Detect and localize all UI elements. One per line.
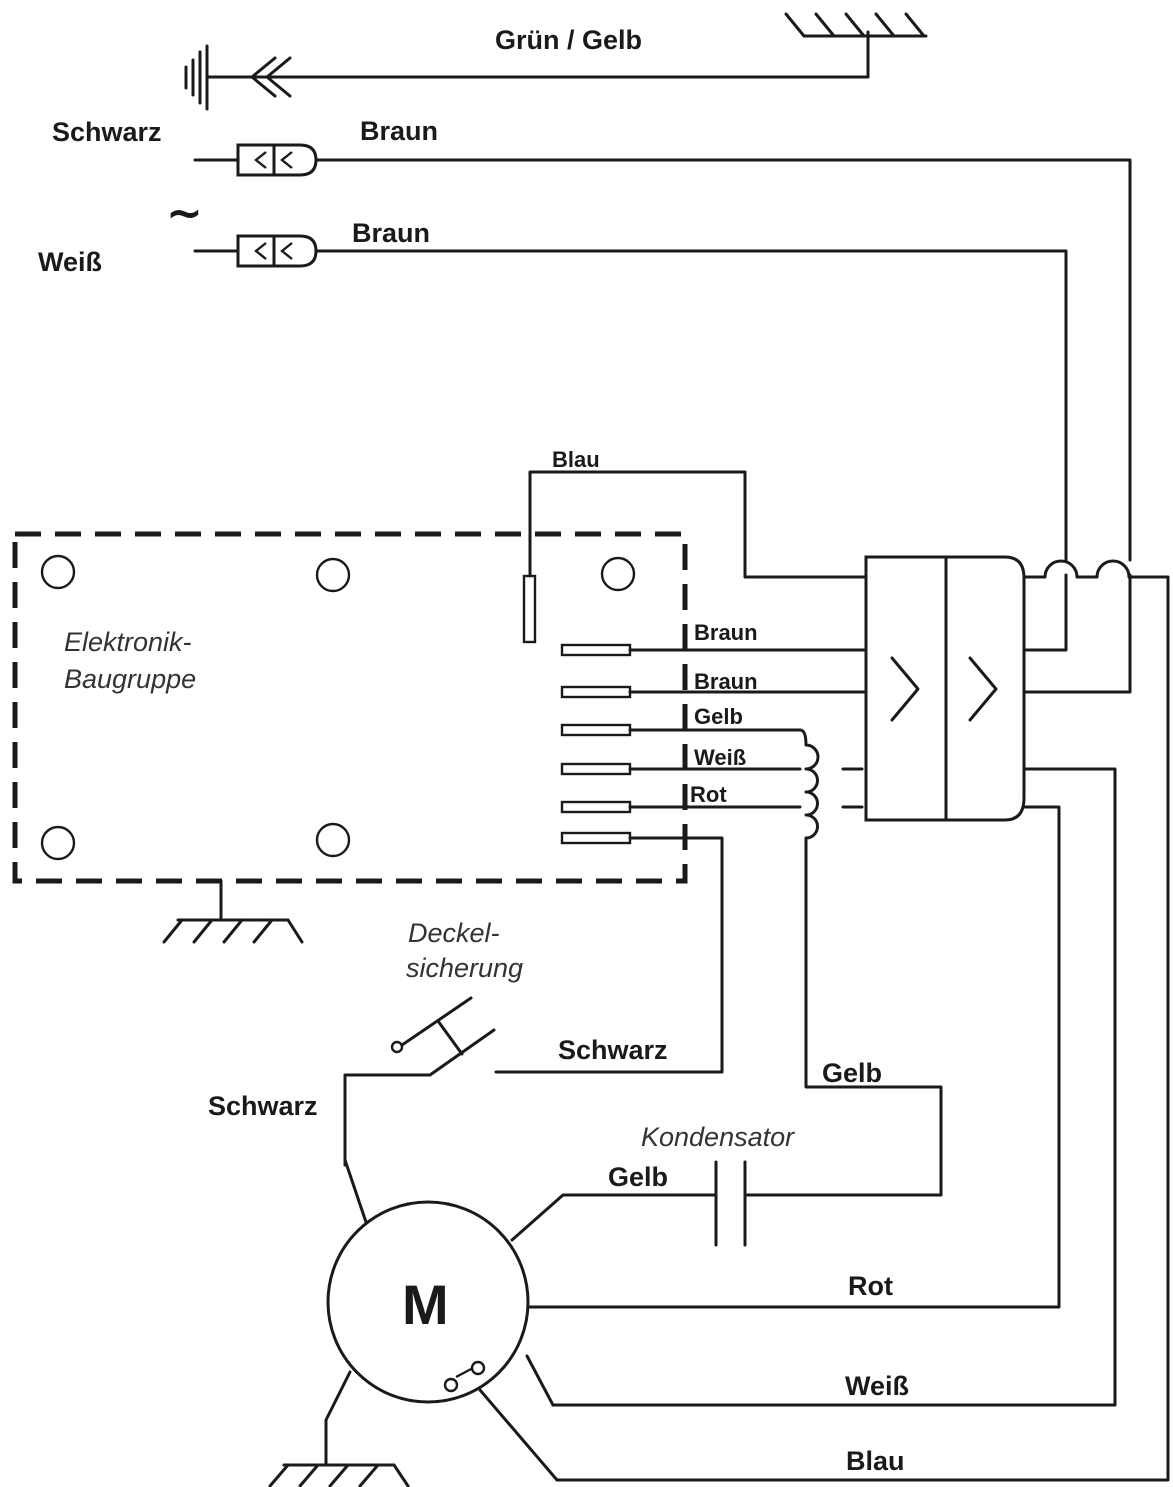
label-capacitor: Kondensator bbox=[641, 1122, 795, 1152]
wire-rot-motor bbox=[525, 805, 1061, 1309]
ground-symbol-module bbox=[162, 879, 304, 944]
label-motor-blau: Blau bbox=[846, 1446, 905, 1476]
electronics-module-outline bbox=[12, 531, 688, 884]
label-switch-wire-left: Schwarz bbox=[208, 1091, 318, 1121]
plug-connector-2 bbox=[193, 234, 1068, 562]
label-plug-wire-2: Braun bbox=[352, 218, 430, 248]
label-gelb-right: Gelb bbox=[822, 1058, 882, 1088]
label-pin-braun-1: Braun bbox=[694, 620, 758, 645]
mount-hole bbox=[315, 822, 351, 858]
motor-label: M bbox=[402, 1273, 449, 1336]
label-module: Elektronik- bbox=[64, 627, 192, 657]
label-switch-wire-right: Schwarz bbox=[558, 1035, 668, 1065]
label-mains-l1: Schwarz bbox=[52, 117, 162, 147]
label-plug-wire-1: Braun bbox=[360, 116, 438, 146]
wire-coil-return bbox=[1022, 573, 1068, 652]
lid-switch bbox=[343, 996, 496, 1167]
connector-block bbox=[864, 555, 1026, 822]
label-mains-l2: Weiß bbox=[38, 247, 102, 277]
label-pin-braun-2: Braun bbox=[694, 669, 758, 694]
ground-symbol-top bbox=[784, 12, 928, 38]
mount-hole bbox=[40, 825, 76, 861]
mount-hole bbox=[315, 557, 351, 593]
wire-blau-top bbox=[528, 470, 870, 579]
plug-connector-1 bbox=[193, 143, 1132, 562]
wire-crossing bbox=[745, 728, 943, 1197]
label-pin-rot: Rot bbox=[690, 782, 727, 807]
motor bbox=[324, 1158, 559, 1482]
label-pin-weiss: Weiß bbox=[694, 745, 746, 770]
label-lid-switch-2: sicherung bbox=[406, 953, 523, 983]
label-blau-top: Blau bbox=[552, 447, 600, 472]
ac-symbol: ~ bbox=[166, 188, 203, 239]
label-motor-rot: Rot bbox=[848, 1271, 893, 1301]
label-module-2: Baugruppe bbox=[64, 664, 196, 694]
wire-weiss-motor bbox=[551, 767, 1117, 1407]
ground-symbol-motor bbox=[268, 1418, 410, 1487]
wire-coil-return bbox=[1022, 573, 1132, 694]
earth-wire bbox=[184, 30, 870, 111]
label-pin-gelb: Gelb bbox=[694, 704, 743, 729]
coil-pair bbox=[555, 559, 1170, 1482]
terminal-block bbox=[560, 643, 632, 845]
label-lid-switch: Deckel- bbox=[408, 918, 500, 948]
mount-hole bbox=[40, 554, 76, 590]
label-motor-weiss: Weiß bbox=[845, 1371, 909, 1401]
capacitor-symbol bbox=[510, 1160, 762, 1247]
label-earth-wire: Grün / Gelb bbox=[495, 25, 642, 55]
label-cap-wire: Gelb bbox=[608, 1162, 668, 1192]
mount-hole bbox=[600, 556, 636, 592]
terminal-blau bbox=[522, 574, 537, 644]
wire-schwarz bbox=[494, 836, 724, 1074]
